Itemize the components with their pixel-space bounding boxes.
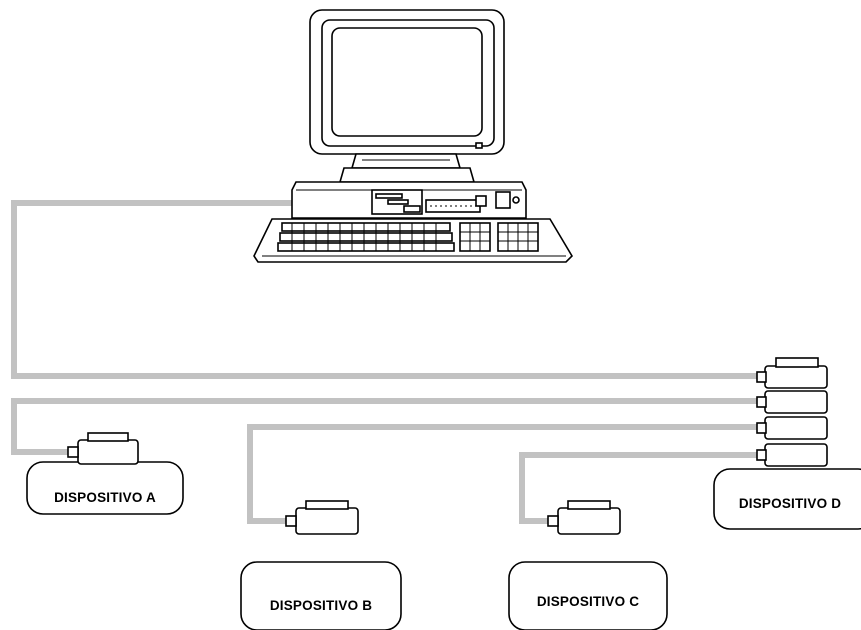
device-d: DISPOSITIVO D [713,468,861,530]
connector-stack [756,357,828,467]
device-c-label: DISPOSITIVO C [537,594,639,609]
device-a: DISPOSITIVO A [26,432,184,515]
connector-d4-icon [756,443,828,467]
cable-computer-to-d [11,200,758,379]
device-b-label: DISPOSITIVO B [270,598,372,613]
device-a-label: DISPOSITIVO A [54,490,156,505]
computer-icon [253,9,574,263]
connector-d3-icon [756,416,828,440]
device-b: DISPOSITIVO B [240,500,402,630]
keyboard-keys [277,222,539,252]
connector-a-icon [67,432,139,465]
keyboard-icon [253,218,574,263]
device-d-label: DISPOSITIVO D [739,496,841,511]
connector-b-icon [285,500,359,535]
connector-d1-icon [756,357,828,389]
cables [11,200,758,524]
connector-c-icon [547,500,621,535]
cable-d-to-b [247,424,758,524]
monitor-icon [309,9,505,183]
system-unit-icon [291,181,527,219]
cable-d-to-c [519,452,758,524]
device-c: DISPOSITIVO C [508,500,668,630]
cable-d-to-a [11,398,758,455]
connector-d2-icon [756,390,828,414]
